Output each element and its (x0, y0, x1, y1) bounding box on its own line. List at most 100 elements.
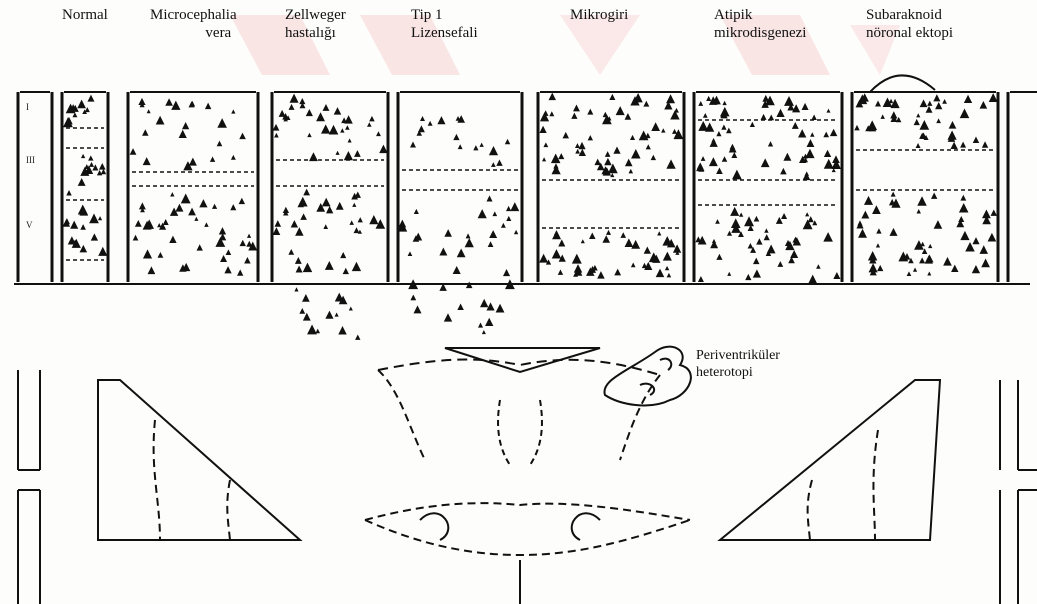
neuron-cell (613, 146, 620, 153)
neuron-cell (303, 189, 310, 196)
neuron-cell (872, 205, 881, 214)
neuron-cell (907, 271, 912, 276)
neuron-cell (861, 211, 869, 219)
neuron-cell (358, 217, 363, 222)
neuron-cell (344, 115, 352, 123)
neuron-cell (240, 240, 246, 246)
neuron-cell (376, 131, 381, 136)
neuron-cell (833, 272, 840, 279)
neuron-cell (571, 113, 577, 119)
neuron-cell (916, 113, 920, 117)
neuron-cell (721, 124, 726, 129)
neuron-cell (804, 171, 809, 176)
neuron-cell (485, 318, 493, 326)
neuron-cell (97, 170, 102, 175)
neuron-cell (204, 222, 209, 227)
neuron-cell (552, 165, 561, 174)
neuron-cell (651, 122, 660, 131)
neuron-cell (604, 158, 611, 165)
neuron-cell (856, 221, 863, 228)
neuron-cell (784, 96, 794, 106)
neuron-cell (631, 240, 640, 249)
neuron-cell (244, 257, 250, 263)
neuron-cell (418, 125, 425, 132)
neuron-cell (644, 247, 651, 254)
neuron-cell (927, 272, 931, 276)
neuron-cell (486, 195, 492, 201)
neuron-cell (179, 130, 187, 138)
neuron-cell (505, 139, 510, 144)
neuron-cell (703, 113, 708, 118)
neuron-cell (716, 131, 721, 136)
neuron-cell (335, 312, 339, 316)
neuron-cell (224, 266, 231, 273)
neuron-cell (726, 128, 732, 134)
neuron-cell (352, 203, 356, 207)
neuron-cell (745, 274, 751, 280)
neuron-cell (510, 202, 519, 211)
neuron-cell (321, 124, 330, 133)
neuron-cell (917, 209, 921, 213)
neuron-cell (727, 272, 731, 276)
neuron-cell (212, 204, 217, 209)
neuron-cell (731, 152, 737, 158)
neuron-cell (982, 141, 988, 147)
neuron-cell (629, 169, 634, 174)
neuron-cell (753, 258, 759, 264)
neuron-cell (489, 230, 497, 238)
neuron-cell (496, 159, 502, 165)
neuron-cell (340, 128, 344, 132)
heterotopia-label: Periventrikülerheterotopi (696, 347, 780, 381)
neuron-cell (960, 231, 969, 240)
neuron-cell (973, 136, 979, 142)
neuron-cell (157, 252, 163, 258)
neuron-cell (130, 148, 137, 155)
neuron-cell (420, 116, 425, 121)
neuron-cell (217, 118, 227, 128)
neuron-cell (480, 143, 484, 147)
neuron-cell (935, 102, 942, 109)
neuron-cell (748, 243, 754, 249)
neuron-cell (706, 96, 711, 101)
neuron-cell (916, 143, 921, 148)
neuron-cell (776, 109, 784, 117)
neuron-cell (316, 112, 325, 121)
neuron-cell (989, 93, 998, 102)
neuron-cell (78, 178, 86, 186)
neuron-cell (798, 129, 806, 137)
neuron-cell (630, 135, 635, 140)
neuron-cell (444, 229, 452, 237)
neuron-cell (698, 101, 703, 106)
neuron-cell (457, 304, 464, 311)
neuron-cell (750, 122, 755, 127)
neuron-cell (355, 335, 360, 340)
neuron-cell (891, 192, 896, 197)
neuron-cell (709, 157, 718, 166)
neuron-cell (506, 216, 511, 221)
neuron-cell (182, 122, 189, 129)
neuron-cell (823, 232, 833, 242)
neuron-cell (942, 99, 947, 104)
neuron-cell (919, 120, 929, 130)
ventricle-outlines (18, 347, 1037, 604)
neuron-cell (101, 169, 106, 174)
neuron-cell (157, 223, 161, 227)
neuron-cell (783, 153, 791, 161)
neuron-cell (609, 94, 615, 100)
neuron-cell (338, 326, 346, 334)
neuron-cell (928, 244, 932, 248)
neuron-cell (934, 220, 943, 229)
neuron-cell (651, 155, 656, 160)
neuron-cell (666, 94, 675, 103)
neuron-cell (299, 308, 305, 314)
neuron-cell (539, 254, 548, 263)
neuron-cell (482, 330, 486, 334)
neuron-cell (777, 261, 783, 267)
neuron-cell (854, 125, 859, 130)
neuron-cell (807, 139, 815, 147)
neuron-cell (80, 245, 88, 253)
neuron-cell (230, 204, 236, 210)
neuron-cell (444, 313, 452, 321)
